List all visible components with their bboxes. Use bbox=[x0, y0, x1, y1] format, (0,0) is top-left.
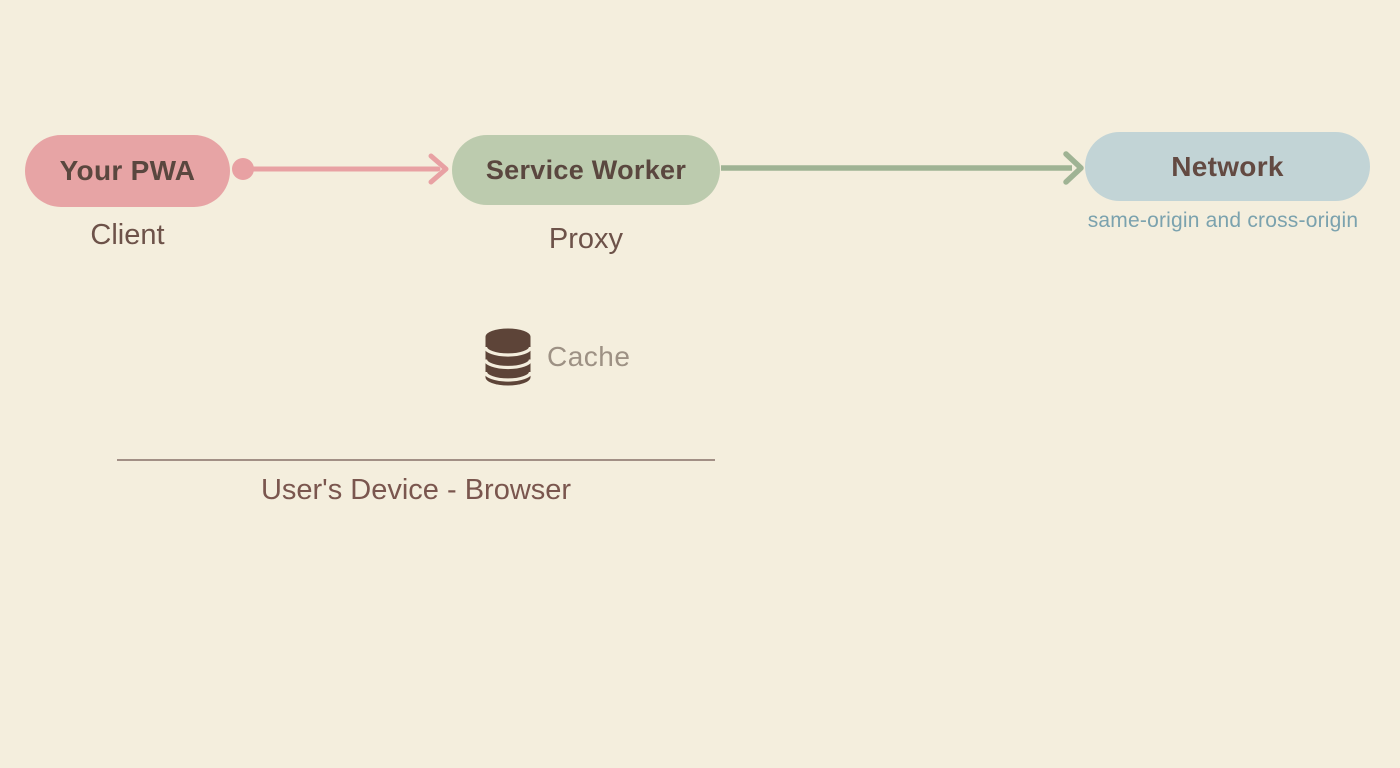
node-your-pwa: Your PWA bbox=[25, 135, 230, 207]
node-network-sublabel: same-origin and cross-origin bbox=[1087, 209, 1359, 232]
node-your-pwa-sublabel: Client bbox=[90, 219, 165, 251]
cache-group: Cache bbox=[485, 328, 630, 386]
pwa-arrow-start-dot bbox=[232, 158, 254, 180]
cache-label: Cache bbox=[547, 341, 631, 372]
node-your-pwa-label: Your PWA bbox=[59, 155, 196, 186]
device-scope-label: User's Device - Browser bbox=[260, 474, 572, 506]
node-network: Network bbox=[1085, 132, 1370, 201]
node-service-worker-label: Service Worker bbox=[485, 154, 687, 185]
sw-to-network-arrowhead bbox=[1063, 151, 1084, 185]
pwa-to-sw-arrowhead bbox=[428, 153, 449, 185]
database-icon bbox=[485, 328, 531, 386]
node-service-worker: Service Worker bbox=[452, 135, 720, 205]
node-network-label: Network bbox=[1171, 150, 1284, 182]
node-service-worker-sublabel: Proxy bbox=[548, 223, 624, 255]
device-boundary-line bbox=[117, 459, 715, 461]
